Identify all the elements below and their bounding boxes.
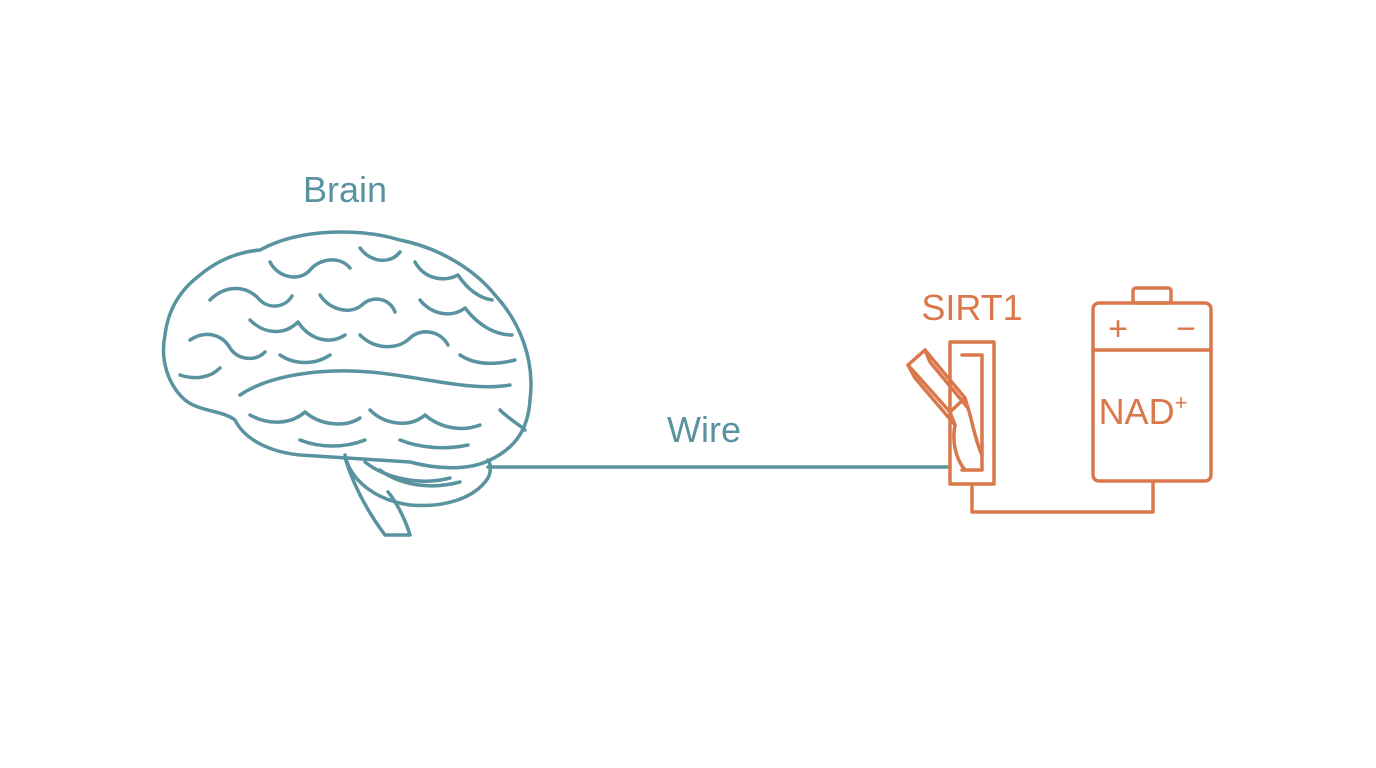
knife-switch-icon — [906, 340, 996, 486]
brain-icon — [161, 230, 533, 537]
battery-minus-symbol: − — [1176, 310, 1196, 348]
battery-label: NAD+ — [1099, 390, 1188, 432]
battery-label-superscript: + — [1175, 390, 1188, 415]
circuit-wire — [970, 479, 1155, 514]
wire-label: Wire — [667, 409, 741, 450]
switch-label: SIRT1 — [921, 287, 1022, 328]
battery-plus-symbol: + — [1108, 310, 1128, 348]
brain-label: Brain — [303, 169, 387, 210]
battery-label-main: NAD — [1099, 391, 1175, 432]
